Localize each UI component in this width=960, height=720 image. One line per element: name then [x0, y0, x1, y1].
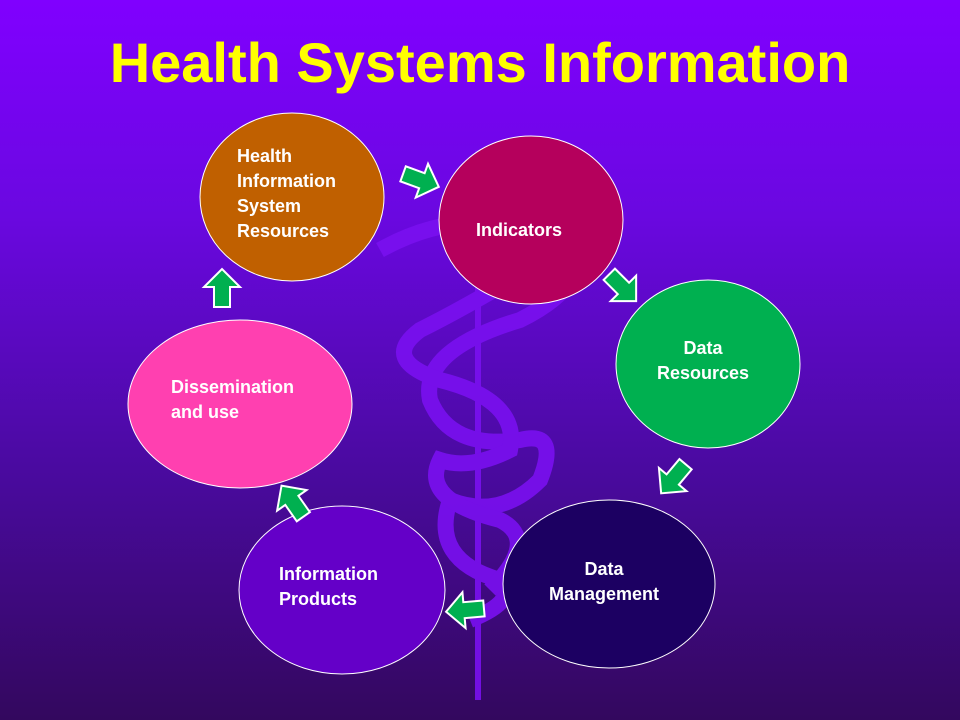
node-data-resources[interactable] [615, 279, 801, 449]
label-line: Resources [237, 221, 330, 241]
label-line: Indicators [476, 220, 563, 240]
label-line: Products [279, 589, 358, 609]
label-line: System [237, 196, 302, 216]
label-line: Data [683, 338, 723, 358]
arrow-icon [399, 161, 441, 200]
arrow-icon [602, 267, 638, 303]
node-label-information-products: Information Products [279, 562, 378, 612]
label-line: Health [237, 146, 293, 166]
node-label-hisr: Health Information System Resources [237, 144, 336, 244]
label-line: Information [279, 564, 378, 584]
arrow-icon [201, 267, 243, 308]
label-line: Dissemination [171, 377, 295, 397]
node-information-products[interactable] [238, 505, 446, 675]
node-label-data-management: Data Management [543, 557, 665, 607]
label-line: Data [584, 559, 624, 579]
node-health-information-system-resources[interactable] [199, 112, 385, 282]
arrow-icon [444, 589, 486, 631]
label-line: Resources [656, 363, 750, 383]
node-indicators[interactable] [438, 135, 624, 305]
label-line: Information [237, 171, 336, 191]
arrow-icon [275, 484, 312, 523]
slide-title: Health Systems Information [109, 31, 851, 94]
label-line: and use [171, 402, 240, 422]
node-data-management[interactable] [502, 499, 716, 669]
arrows [201, 161, 694, 631]
label-line: Management [548, 584, 660, 604]
node-dissemination-and-use[interactable] [127, 319, 353, 489]
node-label-indicators: Indicators [476, 218, 562, 243]
arrow-icon [657, 457, 694, 495]
node-label-data-resources: Data Resources [652, 336, 754, 386]
node-label-dissemination: Dissemination and use [171, 375, 294, 425]
